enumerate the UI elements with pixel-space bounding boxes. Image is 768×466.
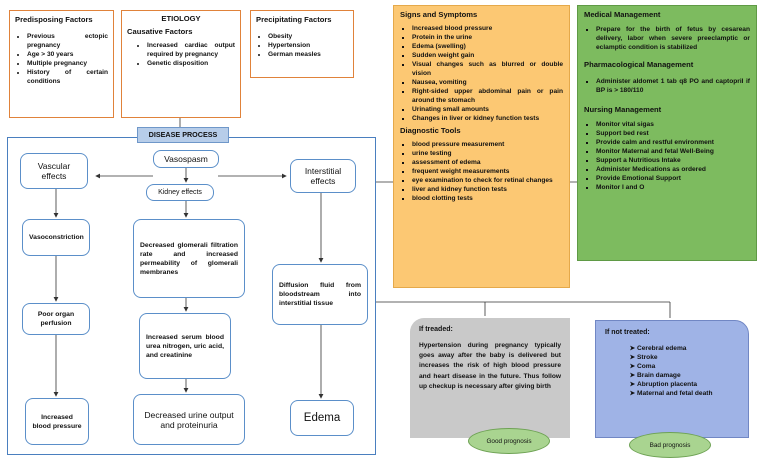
nursing-title: Nursing Management: [584, 105, 662, 114]
list-item: Stroke: [637, 353, 739, 362]
treated-box: If treaded: Hypertension during pregnanc…: [410, 318, 570, 438]
pharma-list: Administer aldomet 1 tab q8 PO and capto…: [584, 77, 750, 95]
list-item: Previous ectopic pregnancy: [27, 32, 108, 50]
list-item: Abruption placenta: [637, 380, 739, 389]
signs-list: Increased blood pressure Protein in the …: [400, 24, 563, 123]
list-item: Maternal and fetal death: [637, 389, 739, 398]
list-item: eye examination to check for retinal cha…: [412, 176, 563, 185]
management-box: Medical Management Prepare for the birth…: [577, 5, 757, 261]
list-item: Visual changes such as blurred or double…: [412, 60, 563, 78]
list-item: Changes in liver or kidney function test…: [412, 114, 563, 123]
list-item: Right-sided upper abdominal pain or pain…: [412, 87, 563, 105]
list-item: Genetic disposition: [147, 59, 235, 68]
list-item: History of certain conditions: [27, 68, 108, 86]
precipitating-factors-box: Precipitating Factors Obesity Hypertensi…: [250, 10, 354, 78]
not-treated-box: If not treated: Cerebral edema Stroke Co…: [595, 320, 749, 438]
list-item: Support bed rest: [596, 129, 750, 138]
list-item: Support a Nutritious Intake: [596, 156, 750, 165]
list-item: Obesity: [268, 32, 348, 41]
list-item: Protein in the urine: [412, 33, 563, 42]
gfr-node: Decreased glomerali filtration rate and …: [133, 219, 245, 298]
list-item: Edema (swelling): [412, 42, 563, 51]
edema-node: Edema: [290, 400, 354, 436]
medical-title: Medical Management: [584, 10, 661, 19]
list-item: Increased cardiac output required by pre…: [147, 41, 235, 59]
list-item: Urinating small amounts: [412, 105, 563, 114]
list-item: Sudden weight gain: [412, 51, 563, 60]
list-item: Coma: [637, 362, 739, 371]
list-item: Monitor Maternal and fetal Well-Being: [596, 147, 750, 156]
list-item: German measles: [268, 50, 348, 59]
list-item: Provide calm and restful environment: [596, 138, 750, 147]
list-item: Administer Medications as ordered: [596, 165, 750, 174]
list-item: Increased blood pressure: [412, 24, 563, 33]
list-item: Hypertension: [268, 41, 348, 50]
serum-node: Increased serum blood urea nitrogen, uri…: [139, 313, 231, 379]
predisposing-list: Previous ectopic pregnancy Age > 30 year…: [15, 32, 108, 86]
list-item: blood clotting tests: [412, 194, 563, 203]
list-item: Monitor I and O: [596, 183, 750, 192]
list-item: Brain damage: [637, 371, 739, 380]
list-item: frequent weight measurements: [412, 167, 563, 176]
list-item: Prepare for the birth of fetus by cesare…: [596, 25, 750, 52]
kidney-effects-node: Kidney effects: [146, 184, 214, 201]
list-item: Nausea, vomiting: [412, 78, 563, 87]
diagnostic-title: Diagnostic Tools: [400, 126, 461, 135]
urine-output-node: Decreased urine output and proteinuria: [133, 394, 245, 445]
not-treated-title: If not treated:: [605, 329, 650, 336]
etiology-list: Increased cardiac output required by pre…: [127, 41, 235, 68]
poor-perfusion-node: Poor organ perfusion: [22, 303, 90, 335]
etiology-box: ETIOLOGY Causative Factors Increased car…: [121, 10, 241, 118]
increased-bp-node: Increased blood pressure: [25, 398, 89, 445]
list-item: Cerebral edema: [637, 344, 739, 353]
diagnostic-list: blood pressure measurement urine testing…: [400, 140, 563, 203]
medical-list: Prepare for the birth of fetus by cesare…: [584, 25, 750, 52]
list-item: blood pressure measurement: [412, 140, 563, 149]
list-item: Provide Emotional Support: [596, 174, 750, 183]
signs-symptoms-box: Signs and Symptoms Increased blood press…: [393, 5, 570, 288]
predisposing-title: Predisposing Factors: [15, 15, 93, 24]
disease-process-label: DISEASE PROCESS: [137, 127, 229, 143]
vasospasm-node: Vasospasm: [153, 150, 219, 168]
predisposing-factors-box: Predisposing Factors Previous ectopic pr…: [9, 10, 114, 118]
good-prognosis-badge: Good prognosis: [468, 428, 550, 454]
nursing-list: Monitor vital sigas Support bed rest Pro…: [584, 120, 750, 192]
precipitating-title: Precipitating Factors: [256, 15, 332, 24]
precipitating-list: Obesity Hypertension German measles: [256, 32, 348, 59]
list-item: urine testing: [412, 149, 563, 158]
list-item: liver and kidney function tests: [412, 185, 563, 194]
treated-text: Hypertension during pregnancy typically …: [419, 342, 561, 390]
not-treated-list: Cerebral edema Stroke Coma Brain damage …: [605, 344, 739, 398]
list-item: assessment of edema: [412, 158, 563, 167]
signs-title: Signs and Symptoms: [400, 10, 478, 19]
etiology-subtitle: Causative Factors: [127, 27, 193, 36]
list-item: Monitor vital sigas: [596, 120, 750, 129]
etiology-title: ETIOLOGY: [161, 14, 201, 23]
diffusion-node: Diffusion fluid from bloodstream into in…: [272, 264, 368, 325]
list-item: Administer aldomet 1 tab q8 PO and capto…: [596, 77, 750, 95]
list-item: Age > 30 years: [27, 50, 108, 59]
interstitial-effects-node: Interstitial effects: [290, 159, 356, 193]
list-item: Multiple pregnancy: [27, 59, 108, 68]
pharma-title: Pharmacological Management: [584, 60, 694, 69]
vasoconstriction-node: Vasoconstriction: [22, 219, 90, 256]
vascular-effects-node: Vascular effects: [20, 153, 88, 189]
bad-prognosis-badge: Bad prognosis: [629, 432, 711, 458]
treated-title: If treaded:: [419, 326, 453, 333]
